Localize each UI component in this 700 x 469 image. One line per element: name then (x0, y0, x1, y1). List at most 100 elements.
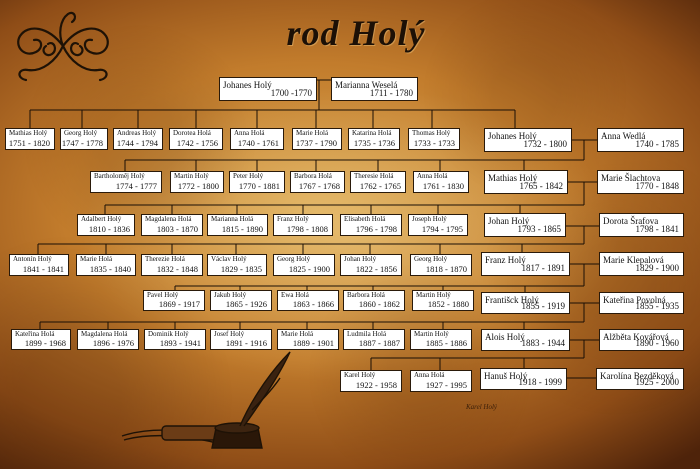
person-dates: 1825 - 1900 (288, 264, 330, 274)
person-name: Theresie Holá (354, 172, 394, 180)
person-dates: 1922 - 1958 (355, 380, 397, 390)
person-dates: 1841 - 1841 (22, 264, 64, 274)
person-dates: 1835 - 1840 (89, 264, 131, 274)
person-dates: 1794 - 1795 (421, 224, 463, 234)
person-dates: 1818 - 1870 (425, 264, 467, 274)
person-dates: 1869 - 1917 (158, 299, 200, 309)
person-name: Martin Holý (416, 291, 451, 299)
person-dates: 1855 - 1935 (635, 301, 680, 311)
person-name: Anna Holá (234, 129, 265, 137)
person-name: Martin Holý (414, 330, 449, 338)
person-name: Mathias Holý (9, 129, 48, 137)
person-dates: 1798 - 1808 (286, 224, 328, 234)
person-dates: 1732 - 1800 (523, 139, 568, 149)
person-dates: 1927 - 1995 (425, 380, 467, 390)
person-dates: 1896 - 1976 (92, 338, 134, 348)
person-name: Peter Holý (233, 172, 264, 180)
signature-text: Karel Holý (466, 403, 498, 411)
person-dates: 1793 - 1865 (517, 224, 562, 234)
person-name: Johan Holý (344, 255, 377, 263)
person-dates: 1774 - 1777 (115, 181, 157, 191)
person-dates: 1740 - 1785 (635, 139, 680, 149)
person-name: Johan Holý (488, 216, 530, 226)
person-dates: 1770 - 1848 (635, 181, 680, 191)
person-dates: 1889 - 1901 (292, 338, 334, 348)
person-dates: 1863 - 1866 (292, 299, 334, 309)
person-dates: 1865 - 1926 (225, 299, 267, 309)
person-name: Martin Holý (174, 172, 209, 180)
person-dates: 1860 - 1862 (358, 299, 400, 309)
person-dates: 1925 - 2000 (635, 377, 680, 387)
person-dates: 1711 - 1780 (369, 88, 413, 98)
person-name: Katarina Holá (352, 129, 392, 137)
person-name: Marie Holá (80, 255, 113, 263)
person-name: Barbora Holá (294, 172, 332, 180)
person-name: Magdalena Holá (81, 330, 128, 338)
person-name: Anna Holá (414, 371, 445, 379)
person-dates: 1761 - 1830 (422, 181, 464, 191)
person-name: Joseph Holý (412, 215, 447, 223)
person-name: Antonín Holý (13, 255, 52, 263)
person-name: Georg Holý (64, 129, 98, 137)
person-name: Anna Holá (417, 172, 448, 180)
person-dates: 1733 - 1733 (413, 138, 455, 148)
person-dates: 1887 - 1887 (358, 338, 400, 348)
person-name: Pavel Holý (147, 291, 179, 299)
person-name: Václav Holý (211, 255, 247, 263)
person-name: Dorota Šrafova (603, 216, 659, 226)
person-dates: 1762 - 1765 (359, 181, 401, 191)
person-dates: 1744 - 1794 (116, 138, 158, 148)
person-name: Adalbert Holý (81, 215, 122, 223)
person-dates: 1899 - 1968 (24, 338, 66, 348)
person-name: Georg Holý (277, 255, 311, 263)
person-name: Karel Holý (344, 371, 376, 379)
person-dates: 1735 - 1736 (353, 138, 395, 148)
person-dates: 1829 - 1835 (220, 264, 262, 274)
person-dates: 1747 - 1778 (61, 138, 103, 148)
person-dates: 1832 - 1848 (156, 264, 198, 274)
person-name: Dominik Holý (148, 330, 189, 338)
person-dates: 1883 - 1944 (521, 338, 566, 348)
person-name: Georg Holý (414, 255, 448, 263)
person-dates: 1810 - 1836 (88, 224, 130, 234)
person-name: Kateřina Holá (15, 330, 55, 338)
page-title: rod Holý (286, 13, 426, 53)
